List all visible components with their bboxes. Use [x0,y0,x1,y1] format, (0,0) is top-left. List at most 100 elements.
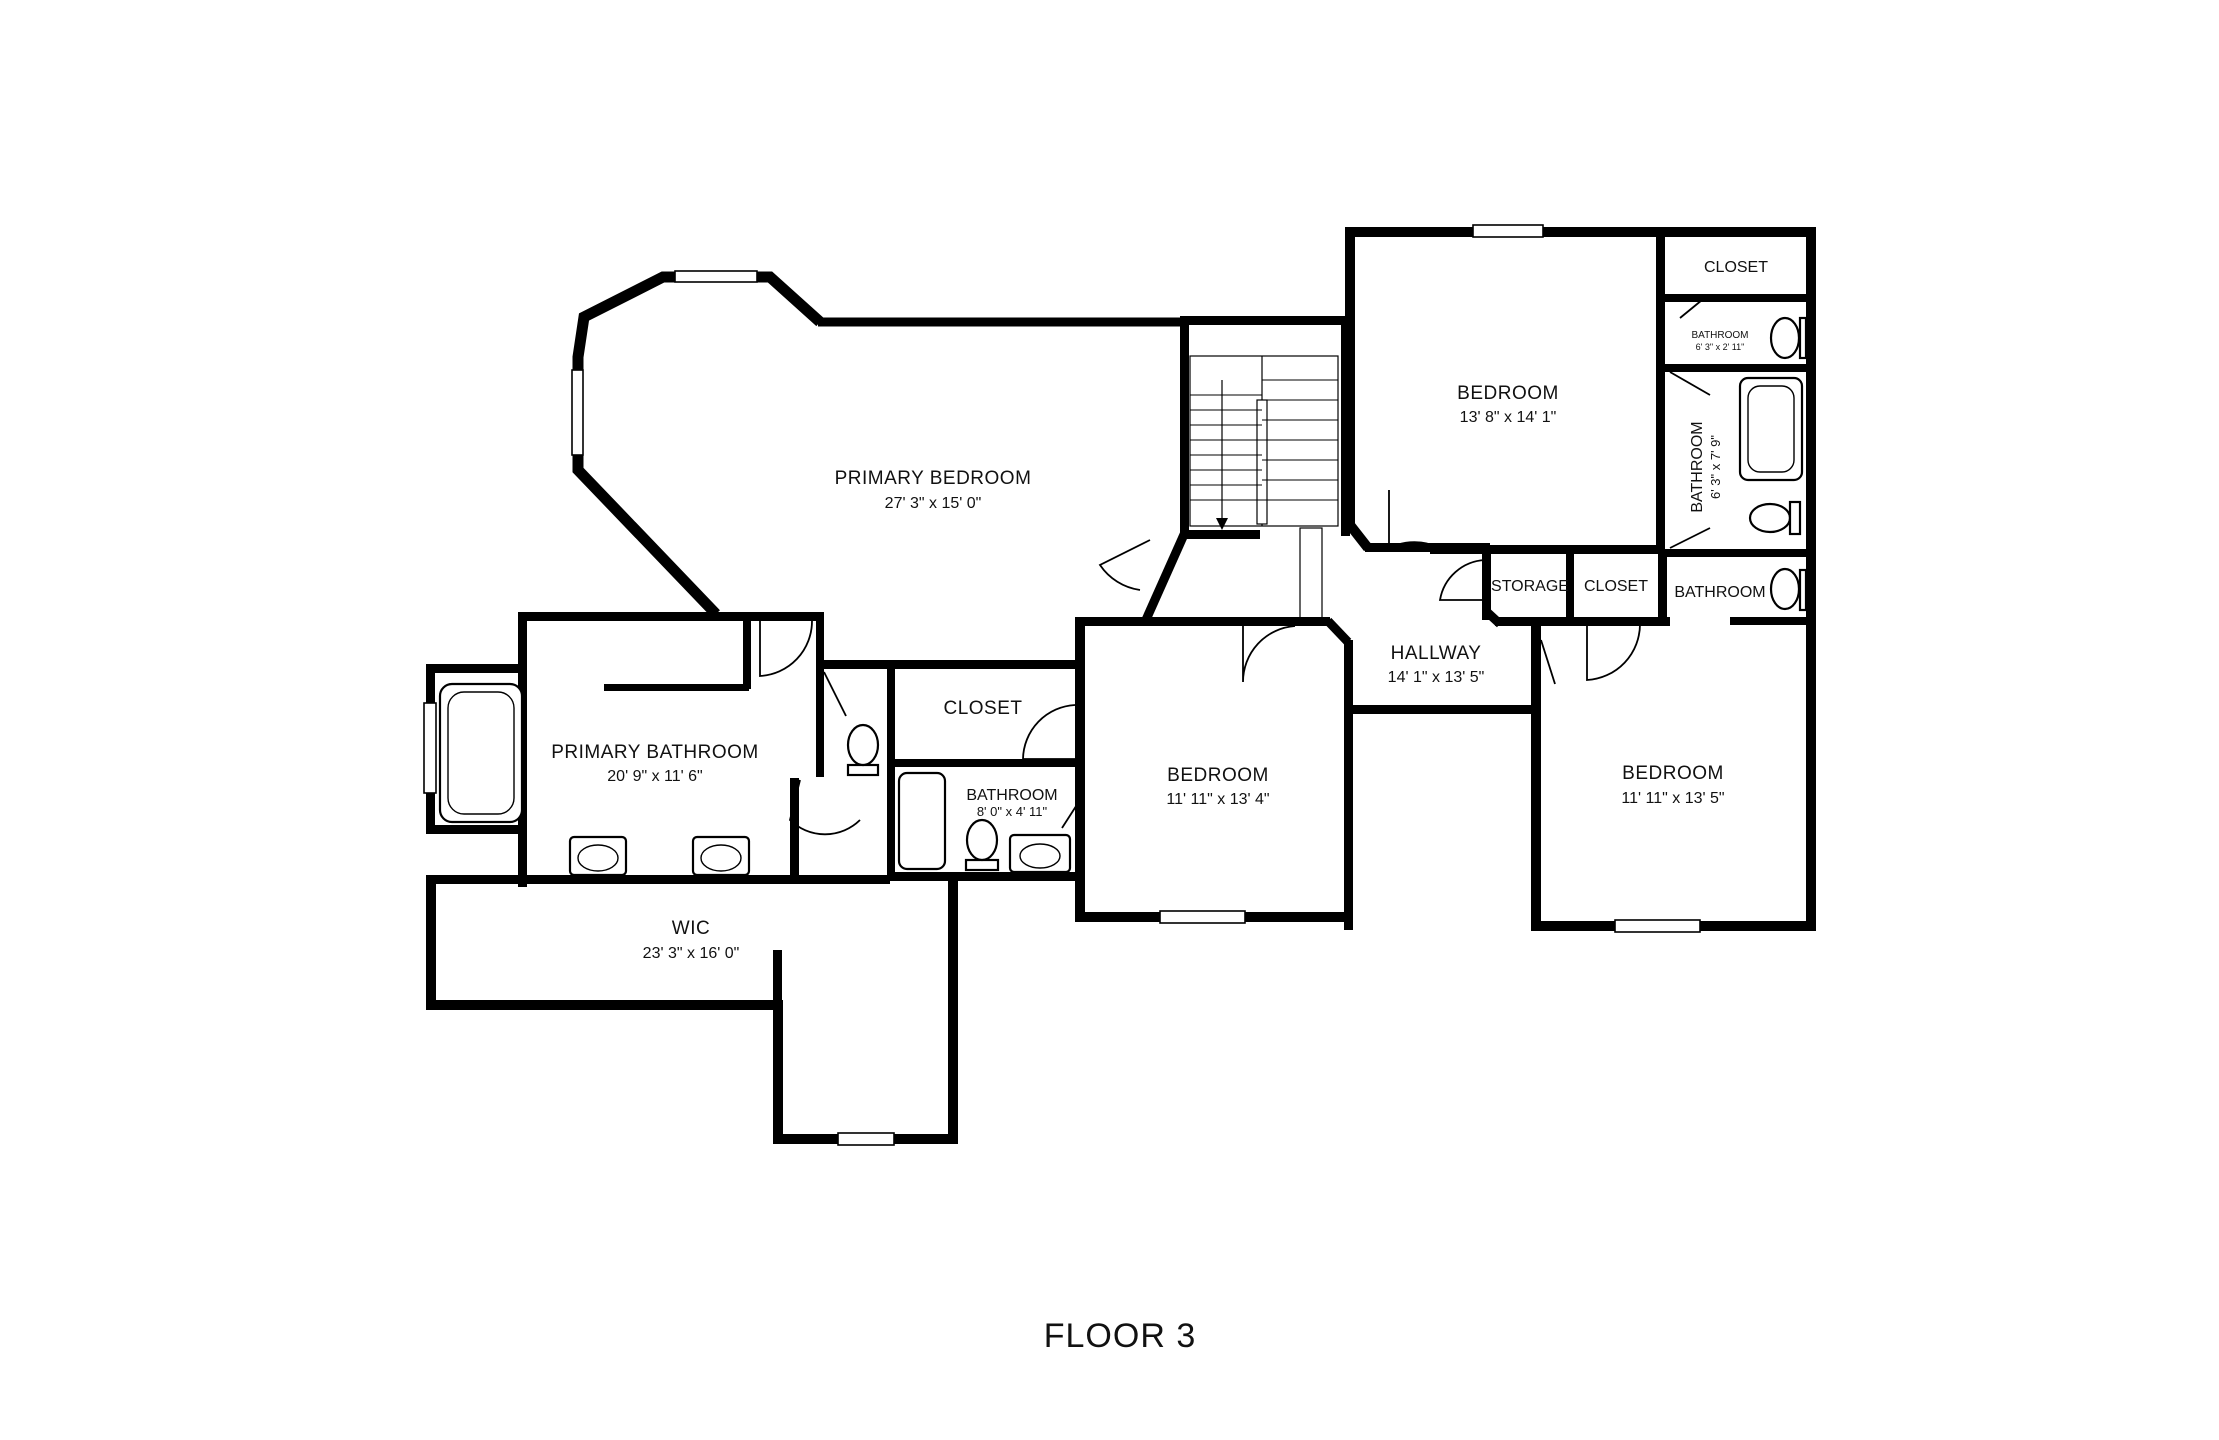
label-closet-hall: CLOSET [1584,578,1648,595]
door-bath-vert-bot [1669,527,1711,549]
toilet-tiny-tank [1798,316,1808,360]
toilet-primary [846,723,880,767]
wall-hall-bottom [1345,705,1535,714]
labels: PRIMARY BEDROOM 27' 3" x 15' 0" PRIMARY … [551,259,1768,1355]
door-pbath-side [789,779,861,836]
toilet-primary-tank [846,763,880,777]
door-bath-tiny [1679,299,1703,319]
wall-wic-top [426,875,526,884]
label-primary-bedroom: PRIMARY BEDROOM [835,468,1032,489]
dims-primary-bathroom: 20' 9" x 11' 6" [607,768,702,785]
label-bathroom-right: BATHROOM [1674,584,1765,601]
wall-topbed-top [1345,227,1815,237]
wall-bath-right-bottom [1730,617,1810,625]
walls [426,227,1816,1144]
wall-bath-vert-bottom [1660,549,1810,557]
wall-topbed-bottom [1365,543,1490,552]
door-storage [1438,559,1486,601]
label-bedroom-top: BEDROOM [1457,383,1559,404]
wall-cbed-corner [1324,617,1352,646]
wall-pbath-right [816,612,824,777]
wall-wic-stub [773,950,782,1010]
wall-hall-left [1344,640,1353,930]
wall-pbath-right2 [790,778,799,883]
stair-outline [1189,355,1339,527]
stair-rail [1256,399,1268,525]
wall-closet-c-top [820,660,1080,669]
label-storage: STORAGE [1491,578,1569,595]
dims-bedroom-center: 11' 11" x 13' 4" [1166,791,1269,808]
wall-pbath-tubnook-bottom [426,825,526,834]
wall-storage-bottom [1495,617,1670,626]
tub-vertical-inner [1747,385,1795,473]
door-closet-c [1022,704,1076,760]
label-hallway: HALLWAY [1391,643,1482,664]
door-pbath [759,620,813,677]
dims-bathroom-small: 8' 0" x 4' 11" [977,804,1048,819]
label-closet-top-right: CLOSET [1704,259,1768,276]
wall-pbath-partition-h [604,684,749,691]
dims-primary-bedroom: 27' 3" x 15' 0" [885,495,982,512]
door-bath-s [1061,799,1081,829]
wall-bath-s-bottom [890,872,1080,881]
toilet-vertical-tank [1788,500,1802,536]
wall-wic-right [948,875,958,1144]
sink-primary-2-bowl [700,844,742,872]
window-rbed [1614,919,1701,933]
wall-pbath-tubnook-top [426,664,526,673]
floor-label: FLOOR 3 [1044,1317,1196,1355]
stairs [1189,355,1339,621]
wall-wic-left [426,875,436,1010]
toilet-vertical [1748,502,1792,534]
stair-landing-rail [1299,527,1323,621]
wall-rbed-left [1531,620,1541,930]
toilet-tiny [1769,316,1801,360]
label-closet-center: CLOSET [943,698,1022,719]
wall-cbed-left [1075,617,1085,920]
windows [423,224,1701,1146]
tub-primary-inner [447,691,515,815]
dims-bathroom-tiny: 6' 3" x 2' 11" [1696,342,1745,352]
window-tub [423,702,437,794]
toilet-right [1769,567,1801,611]
wall-closet-c-bottom [890,759,1080,767]
wall-wic-ext-left [773,1000,783,1143]
dims-bedroom-right: 11' 11" x 13' 5" [1621,790,1724,807]
label-primary-bathroom: PRIMARY BATHROOM [551,742,759,763]
wall-cbed-top [1075,617,1330,626]
sink-small-bowl [1019,843,1061,869]
door-rbed [1586,623,1641,681]
wall-bath-tiny-bottom [1660,364,1810,372]
wall-pbath-top [518,612,748,621]
dims-bathroom-vertical: 6' 3" x 7' 9" [1708,435,1723,499]
door-rbed-side [1540,639,1556,685]
toilet-right-tank [1798,568,1808,612]
wall-bay [572,271,824,618]
window-bay-top [674,270,758,283]
wall-storage-div [1566,552,1574,622]
wall-stair-top [1180,316,1350,325]
label-bathroom-tiny: BATHROOM [1691,330,1748,341]
window-wic [837,1132,895,1146]
wall-topbed-div [1656,232,1665,552]
label-bedroom-center: BEDROOM [1167,765,1269,786]
label-wic: WIC [672,918,710,939]
dims-wic: 23' 3" x 16' 0" [643,945,740,962]
label-bathroom-vertical: BATHROOM [1689,421,1706,512]
door-cbed [1242,625,1296,683]
door-topbed [1388,490,1441,550]
dims-hallway: 14' 1" x 13' 5" [1388,669,1485,686]
wall-pbath-partition [743,612,751,689]
wall-closet-bottom [1660,294,1810,302]
wall-closet-c-left [887,660,895,878]
sink-primary-1-bowl [577,844,619,872]
fixtures [438,316,1808,877]
wall-topbed-left [1345,227,1355,527]
toilet-small [965,818,999,862]
wall-stair-left [1180,316,1189,539]
wall-pbath-bottom [518,875,798,884]
stair-arrow-head [1216,518,1228,530]
window-bay-left [571,369,584,456]
window-cbed [1159,910,1246,924]
